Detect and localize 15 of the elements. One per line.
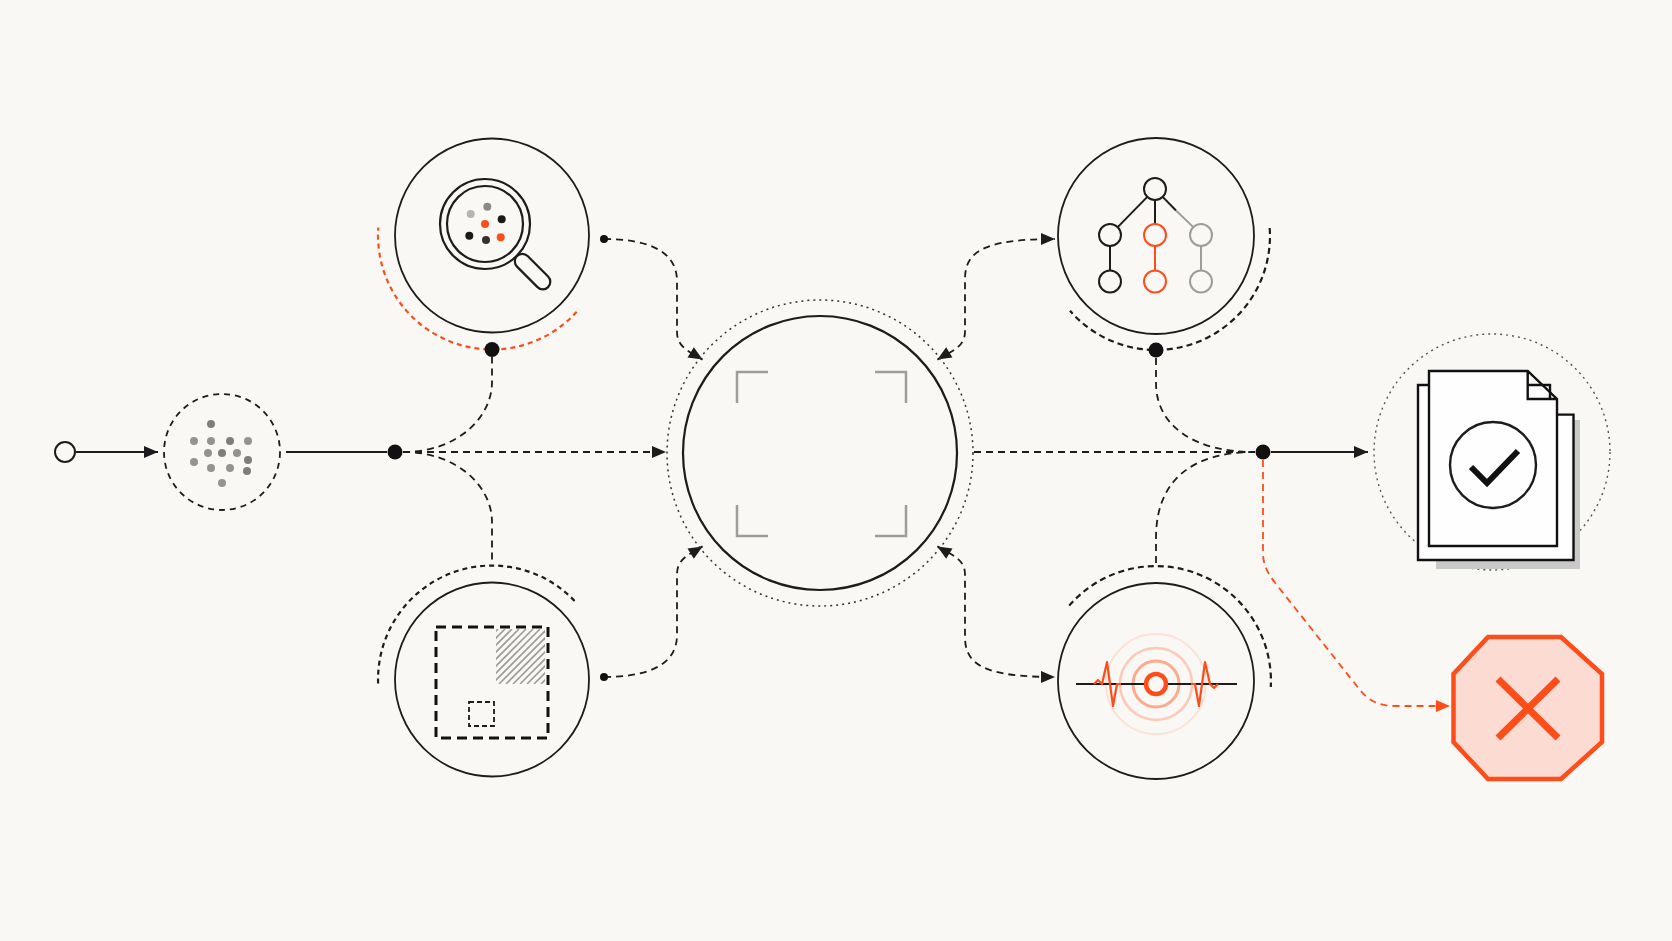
double-arrow <box>936 545 1056 683</box>
step-circle <box>376 564 609 779</box>
step-circle <box>1056 564 1272 781</box>
junction-dot <box>387 444 403 460</box>
start-circle <box>53 440 77 464</box>
central-circle <box>665 298 975 608</box>
junction-dot <box>1255 444 1271 460</box>
dashed-circle <box>161 392 283 514</box>
connector-line <box>285 451 388 453</box>
arrow <box>1262 459 1451 712</box>
connector-line <box>973 451 1256 453</box>
double-arrow <box>936 233 1056 361</box>
stop-octagon <box>1451 635 1604 781</box>
arrow <box>75 446 159 458</box>
arrow <box>1270 446 1369 458</box>
